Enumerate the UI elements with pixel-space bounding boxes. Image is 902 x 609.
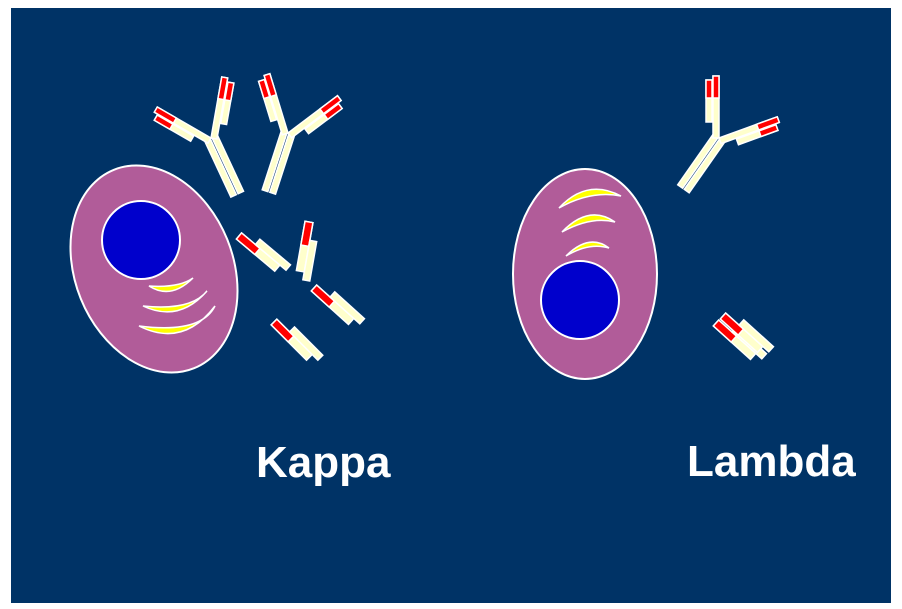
kappa-free-light-chain [236, 228, 290, 277]
kappa-antibody [225, 70, 348, 206]
lambda-plasma-cell [513, 169, 657, 379]
kappa-free-light-chain [295, 221, 320, 281]
lambda-nucleus [541, 261, 619, 339]
lambda-label: Lambda [687, 440, 856, 484]
kappa-label: Kappa [256, 441, 390, 485]
kappa-nucleus [102, 201, 180, 279]
lambda-antibody [646, 70, 786, 215]
kappa-free-light-chain [311, 280, 364, 330]
kappa-free-light-chain [271, 314, 323, 366]
plasma-cell-diagram [11, 8, 891, 603]
slide-canvas: Kappa Lambda [11, 8, 891, 603]
